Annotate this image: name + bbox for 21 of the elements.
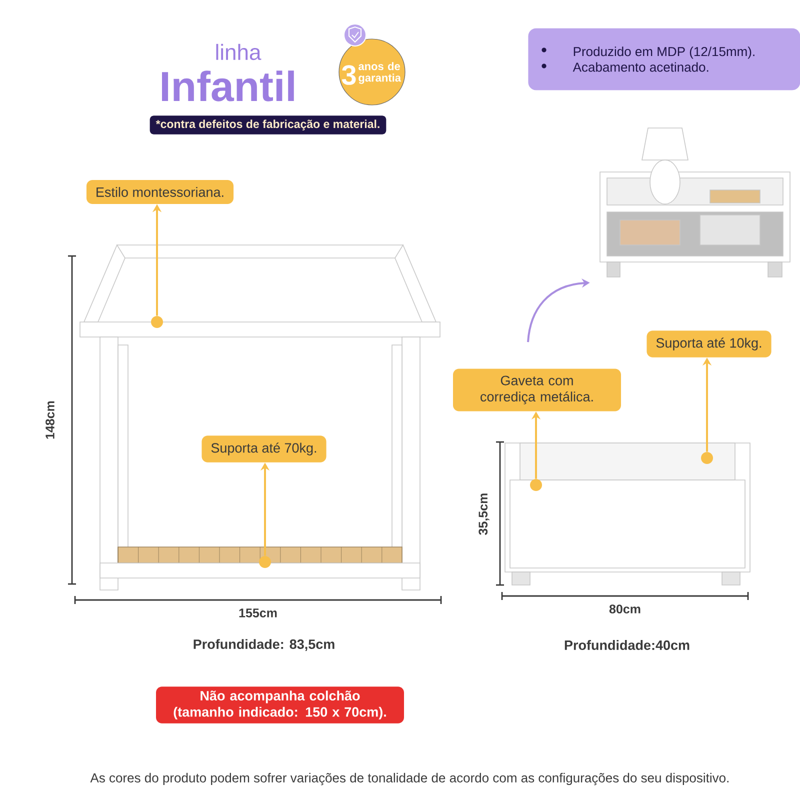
title-text: linha bbox=[216, 44, 262, 60]
callout-box: Estilo montessoriana. bbox=[86, 180, 234, 204]
marker-dot bbox=[259, 556, 271, 568]
dimension-label: 155cm bbox=[239, 608, 277, 618]
dimension-label: 80cm bbox=[609, 604, 640, 614]
depth-label: Profundidade: 83,5cm bbox=[194, 639, 334, 651]
title-text: Infantil bbox=[162, 70, 294, 102]
note-banner: *contra defeitos de fabricação e material. bbox=[150, 116, 386, 134]
marker-dot bbox=[151, 316, 163, 328]
warning-box: Não acompanha colchão (tamanho indicado: 150 x 70cm). bbox=[156, 686, 404, 724]
marker-dot bbox=[701, 452, 713, 464]
depth-label: Profundidade:40cm bbox=[564, 640, 690, 650]
info-box: Produzido em MDP (12/15mm). Acabamento acetinado. bbox=[528, 28, 800, 90]
dimension-label: 148cm bbox=[46, 401, 54, 439]
footnote-text: As cores do produto podem sofrer variações de tonalidade de acordo com as configurações do seu dispositivo. bbox=[90, 772, 728, 786]
callout-box: Suporta até 70kg. bbox=[202, 436, 326, 462]
furniture-photo bbox=[600, 128, 790, 278]
callout-box: Gaveta com corrediça metálica. bbox=[453, 368, 621, 412]
callout-box: Suporta até 10kg. bbox=[646, 330, 772, 358]
marker-dot bbox=[530, 479, 542, 491]
dimension-label: 35,5cm bbox=[478, 494, 490, 535]
